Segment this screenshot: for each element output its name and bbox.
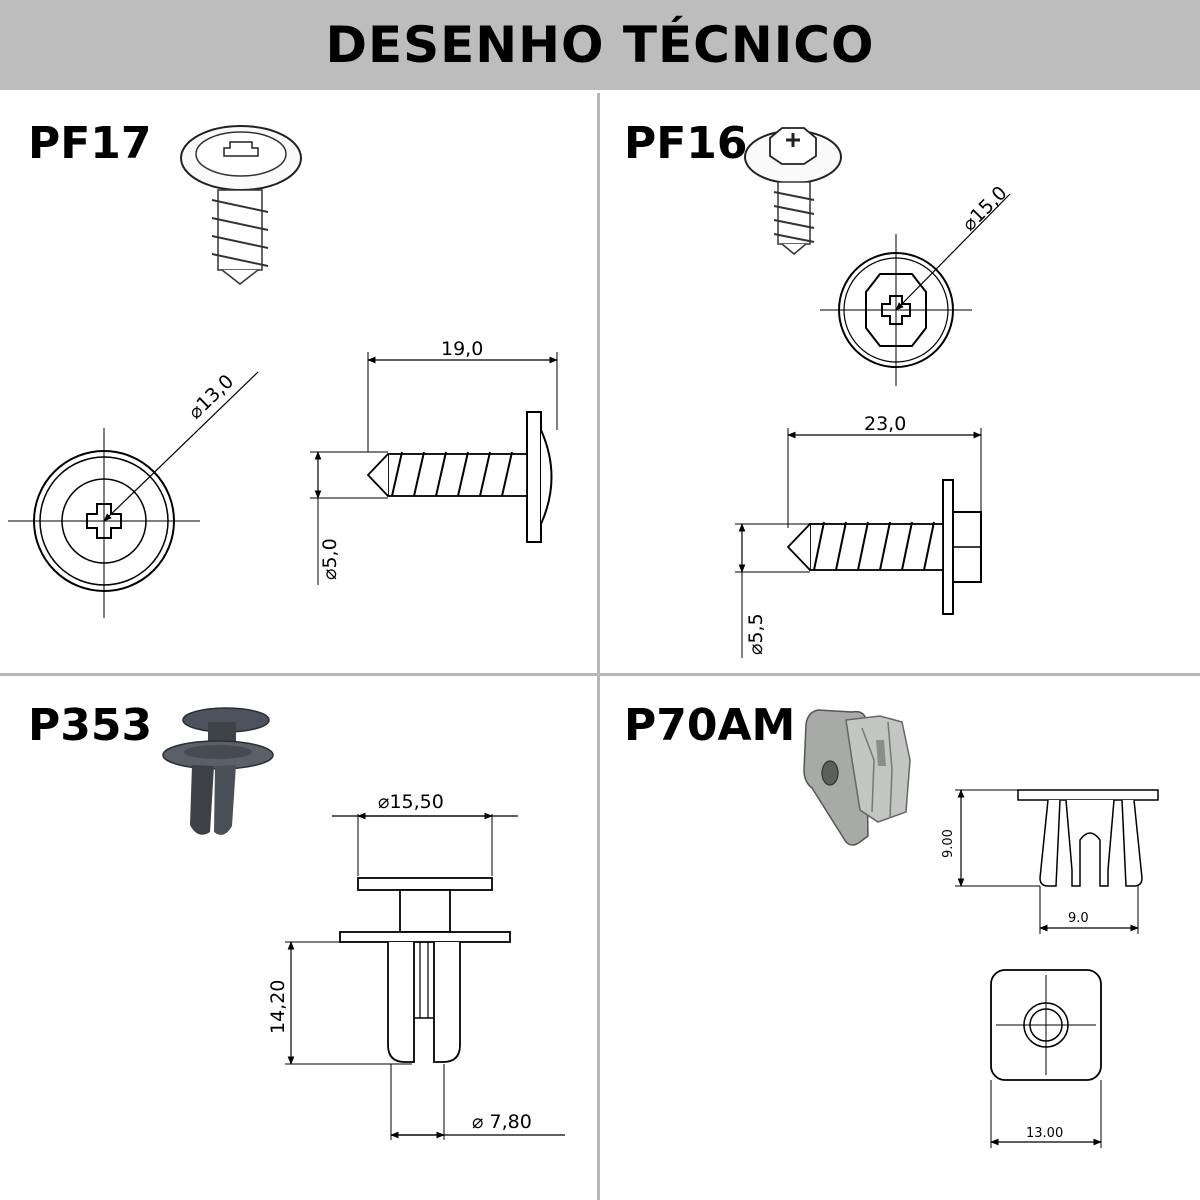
pf16-screw-render [744, 127, 842, 255]
p353-shank-diameter: 7,80 [490, 1111, 532, 1133]
header-banner: DESENHO TÉCNICO [0, 0, 1200, 90]
p353-drawing [285, 812, 565, 1140]
pf17-head-diameter-label: ⌀13,0 [184, 370, 238, 423]
pf17-thread-diameter: 5,0 [319, 538, 341, 568]
pf16-side-view [735, 428, 982, 658]
diameter-symbol: ⌀ [745, 644, 767, 655]
p353-head-diameter-label: ⌀15,50 [378, 791, 444, 813]
p70am-side-view [955, 789, 1159, 934]
p353-length-label: 14,20 [267, 980, 289, 1034]
diameter-symbol: ⌀ [319, 569, 341, 580]
part-code-p70am: P70AM [624, 700, 796, 751]
horizontal-divider [0, 673, 1200, 676]
pf17-screw-render [180, 125, 302, 285]
pf16-top-view [820, 193, 1011, 386]
diameter-symbol: ⌀ [378, 791, 389, 813]
pf17-thread-diameter-label: ⌀5,0 [319, 538, 341, 580]
p70am-top-view [990, 969, 1102, 1148]
pf17-length-label: 19,0 [441, 338, 483, 360]
pf16-head-diameter-label: ⌀15,0 [958, 182, 1012, 236]
p70am-height-label: 9.00 [941, 829, 956, 858]
part-code-pf17: PF17 [28, 118, 152, 169]
diameter-symbol: ⌀ [472, 1111, 483, 1133]
vertical-divider [597, 93, 600, 1200]
p353-clip-render [162, 707, 274, 835]
p353-shank-diameter-label: ⌀ 7,80 [472, 1111, 532, 1133]
page-title: DESENHO TÉCNICO [325, 16, 875, 74]
part-code-pf16: PF16 [624, 118, 748, 169]
p70am-nut-render [803, 709, 911, 846]
pf16-thread-diameter: 5,5 [745, 613, 767, 643]
p353-head-diameter: 15,50 [389, 791, 443, 813]
pf17-side-view [310, 352, 558, 585]
p70am-base-width-label: 13.00 [1026, 1126, 1063, 1141]
pf16-length-label: 23,0 [864, 413, 906, 435]
pf16-thread-diameter-label: ⌀5,5 [745, 613, 767, 655]
p70am-width-label: 9.0 [1068, 911, 1089, 926]
pf17-top-view [8, 371, 259, 618]
part-code-p353: P353 [28, 700, 153, 751]
